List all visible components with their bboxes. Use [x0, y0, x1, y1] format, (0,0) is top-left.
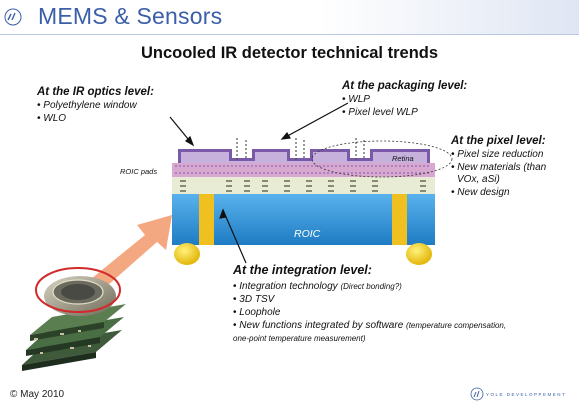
integration-heading: At the integration level:	[233, 263, 372, 277]
solder-ball-left	[174, 243, 200, 265]
pixel-list: • Pixel size reduction • New materials (…	[451, 149, 546, 199]
slide-title: Uncooled IR detector technical trends	[140, 44, 439, 62]
roic-label: ROIC	[294, 228, 321, 240]
roic-pads-label: ROIC pads	[120, 167, 158, 176]
pixel-item: VOx, aSi)	[457, 174, 500, 185]
retina-ellipse	[311, 140, 453, 178]
brand-title: MEMS & Sensors	[38, 3, 223, 29]
optics-heading: At the IR optics level:	[37, 86, 154, 98]
detector-photo	[22, 267, 126, 371]
copyright: © May 2010	[10, 389, 65, 400]
solder-ball-right	[406, 243, 432, 265]
integration-item: • New functions integrated by software (…	[233, 320, 507, 331]
optics-list: • Polyethylene window • WLO	[37, 100, 137, 125]
packaging-heading: At the packaging level:	[342, 80, 468, 92]
footer-brand: YOLE DEVELOPPEMENT	[486, 392, 567, 397]
pixel-heading: At the pixel level:	[451, 135, 546, 147]
header-band	[0, 0, 579, 35]
integration-item-note: one-point temperature measurement)	[233, 334, 366, 343]
packaging-item: • Pixel level WLP	[342, 106, 418, 118]
tsv-right	[392, 184, 407, 245]
integration-item: • Loophole	[233, 307, 281, 318]
retina-label: Retina	[392, 154, 414, 163]
cap-profile	[178, 149, 430, 163]
footer-logo-icon	[470, 387, 484, 401]
pixel-item: • New design	[451, 186, 510, 198]
pixel-item: • New materials (than	[451, 161, 547, 173]
roic-block	[172, 194, 435, 245]
packaging-item: • WLP	[342, 94, 370, 105]
integration-list: • Integration technology (Direct bonding…	[233, 280, 506, 345]
integration-item: • 3D TSV	[233, 294, 275, 305]
pixel-item: • Pixel size reduction	[451, 149, 544, 160]
optics-item: • WLO	[37, 112, 67, 124]
pixel-layer	[172, 163, 435, 177]
integration-item: • Integration technology (Direct bonding…	[233, 281, 402, 292]
tsv-left	[199, 184, 214, 245]
optics-item: • Polyethylene window	[37, 100, 137, 111]
packaging-list: • WLP • Pixel level WLP	[342, 94, 418, 119]
yole-logo-icon	[4, 8, 22, 26]
